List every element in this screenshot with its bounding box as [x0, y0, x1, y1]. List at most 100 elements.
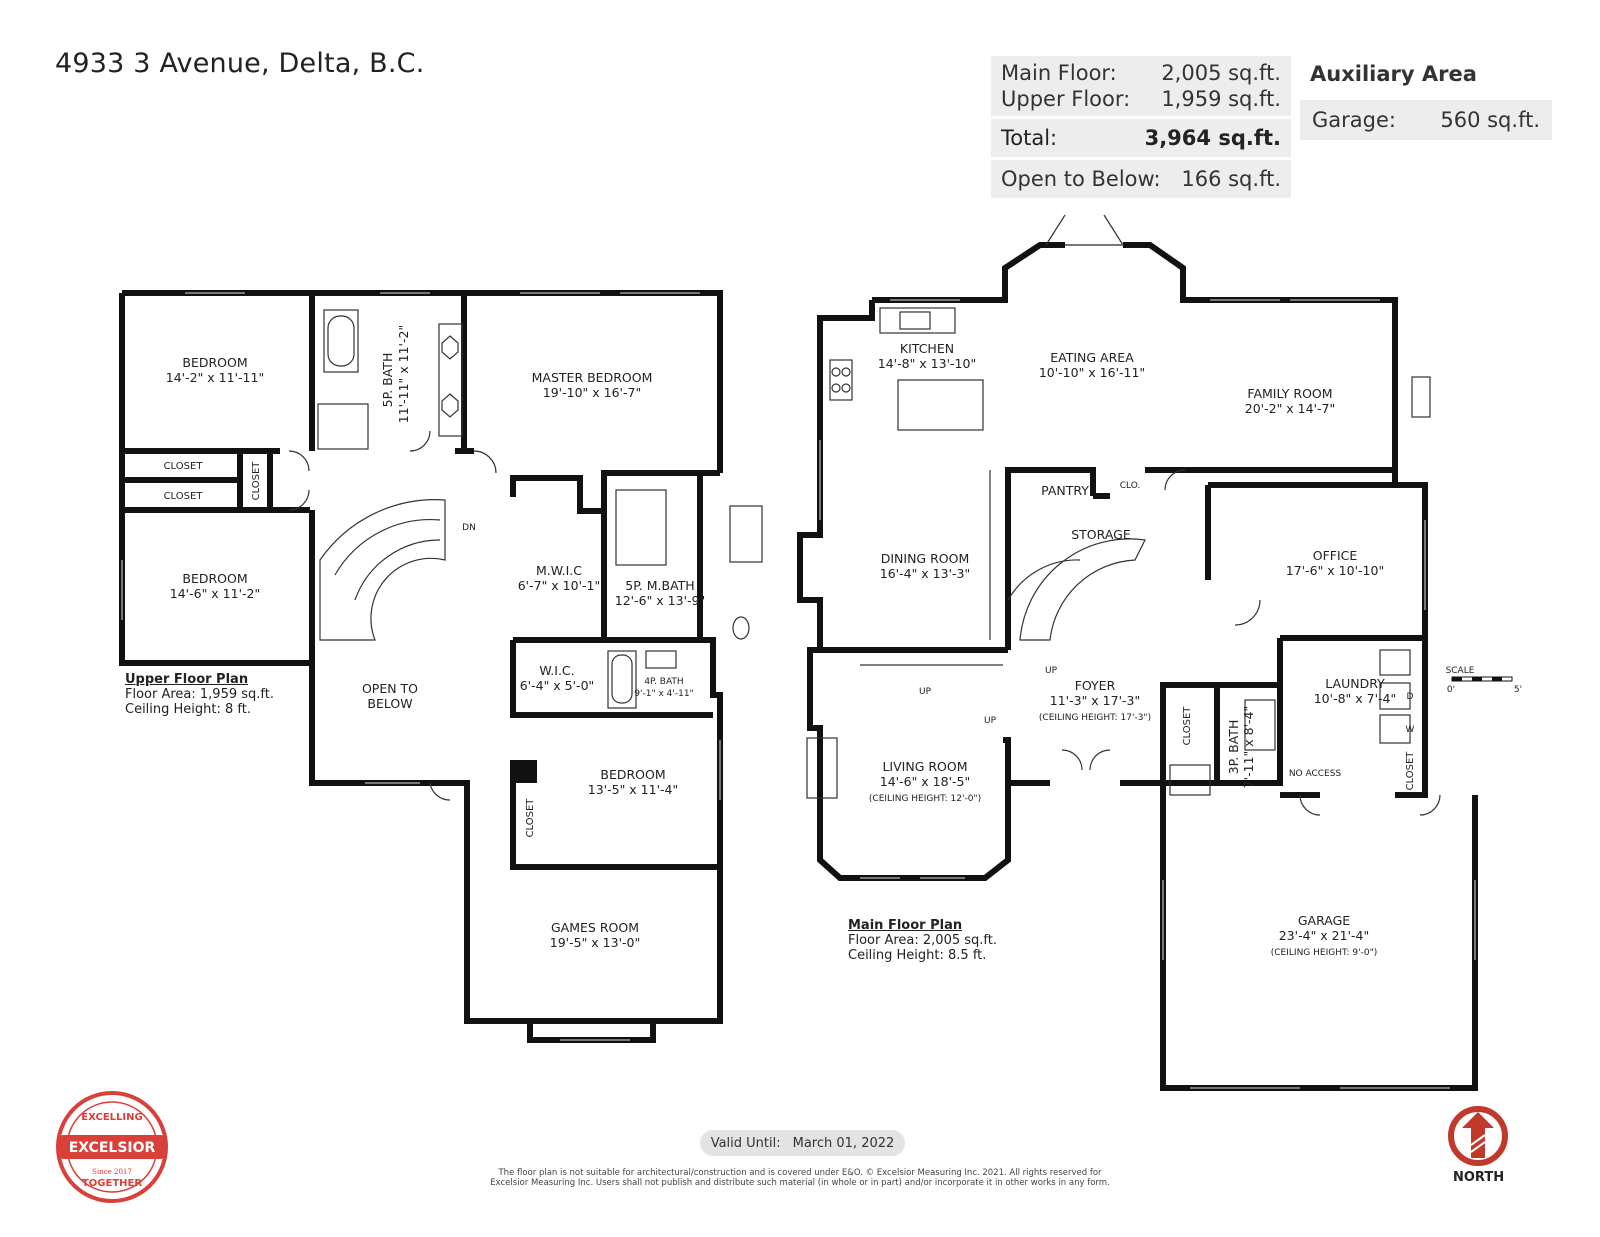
- living-room-dim: 14'-6" x 18'-5": [880, 774, 970, 789]
- upper-windows: [121, 292, 721, 1041]
- foyer-name: FOYER: [1075, 678, 1116, 693]
- open-below-value: 166 sq.ft.: [1181, 167, 1281, 191]
- disclaimer: The floor plan is not suitable for archi…: [440, 1168, 1160, 1188]
- main-floor-plan-label: Main Floor Plan Floor Area: 2,005 sq.ft.…: [848, 918, 997, 963]
- disclaimer-line-1: The floor plan is not suitable for archi…: [498, 1168, 1102, 1178]
- open-below-row: Open to Below: 166 sq.ft.: [991, 160, 1291, 198]
- upper-floor-ceiling: Ceiling Height: 8 ft.: [125, 702, 252, 717]
- garage-dim: 23'-4" x 21'-4": [1279, 928, 1369, 943]
- total-value: 3,964 sq.ft.: [1144, 126, 1281, 150]
- upper-floor-value: 1,959 sq.ft.: [1161, 87, 1281, 111]
- eating-area-dim: 10'-10" x 16'-11": [1039, 365, 1145, 380]
- garage-area-label: Garage:: [1312, 108, 1396, 132]
- games-room-name: GAMES ROOM: [551, 920, 639, 935]
- bedroom2-dim: 14'-6" x 11'-2": [170, 586, 260, 601]
- master-bath-name: 5P. M.BATH: [625, 578, 694, 593]
- office-dim: 17'-6" x 10'-10": [1286, 563, 1384, 578]
- bath4p-dim: 9'-1" x 4'-11": [634, 689, 693, 699]
- valid-until-badge: Valid Until: March 01, 2022: [700, 1130, 905, 1156]
- dryer-label: D: [1407, 692, 1414, 702]
- closet4-label: CLOSET: [525, 798, 536, 838]
- living-room-ceiling: (CEILING HEIGHT: 12'-0"): [869, 794, 981, 804]
- upper-fixtures: [288, 309, 763, 801]
- upper-floor-label: Upper Floor:: [1001, 87, 1131, 111]
- upper-chimney-block: [513, 760, 537, 783]
- disclaimer-line-2: Excelsior Measuring Inc. Users shall not…: [490, 1178, 1110, 1188]
- pantry-label: PANTRY: [1041, 483, 1089, 498]
- closet-clo-label: CLO.: [1120, 481, 1141, 491]
- mwic-dim: 6'-7" x 10'-1": [518, 578, 601, 593]
- upper-floor-area: Floor Area: 1,959 sq.ft.: [125, 687, 274, 702]
- area-summary-panel: Main Floor: 2,005 sq.ft. Upper Floor: 1,…: [991, 56, 1291, 198]
- auxiliary-area-title: Auxiliary Area: [1310, 62, 1477, 86]
- master-bedroom-dim: 19'-10" x 16'-7": [543, 385, 641, 400]
- stairs-up-label-3: UP: [984, 716, 997, 726]
- north-label: NORTH: [1453, 1170, 1505, 1185]
- bath4p-name: 4P. BATH: [644, 677, 683, 687]
- washer-label: W: [1406, 725, 1415, 735]
- bath3p-name: 3P. BATH: [1226, 720, 1241, 775]
- excelsior-logo: EXCELSIOR EXCELLING Since 2017 TOGETHER: [56, 1091, 168, 1203]
- logo-bottom-text: TOGETHER: [82, 1178, 142, 1189]
- scale-title: SCALE: [1446, 666, 1475, 676]
- living-room-name: LIVING ROOM: [882, 759, 967, 774]
- main-floor-row: Main Floor: 2,005 sq.ft.: [991, 60, 1291, 86]
- bedroom1-name: BEDROOM: [182, 355, 247, 370]
- bedroom3-name: BEDROOM: [600, 767, 665, 782]
- upper-floor-row: Upper Floor: 1,959 sq.ft.: [991, 86, 1291, 112]
- garage-ceiling: (CEILING HEIGHT: 9'-0"): [1271, 948, 1377, 958]
- bath3p-dim: 7'-11" x 8'-4": [1241, 706, 1256, 789]
- no-access-label: NO ACCESS: [1289, 769, 1342, 779]
- valid-until-label: Valid Until:: [710, 1135, 781, 1151]
- foyer-dim: 11'-3" x 17'-3": [1050, 693, 1140, 708]
- dining-room-dim: 16'-4" x 13'-3": [880, 566, 970, 581]
- foyer-ceiling: (CEILING HEIGHT: 17'-3"): [1039, 713, 1151, 723]
- laundry-dim: 10'-8" x 7'-4": [1314, 691, 1397, 706]
- closet3-label: CLOSET: [251, 461, 262, 501]
- kitchen-name: KITCHEN: [900, 341, 954, 356]
- bath5p-name: 5P. BATH: [380, 353, 395, 408]
- master-bath-dim: 12'-6" x 13'-9": [615, 593, 705, 608]
- bath5p-dim: 11'-11" x 11'-2": [396, 325, 411, 423]
- valid-until-date: March 01, 2022: [792, 1135, 895, 1151]
- family-room-name: FAMILY ROOM: [1247, 386, 1332, 401]
- open-below-label: Open to Below:: [1001, 167, 1161, 191]
- garage-area-value: 560 sq.ft.: [1440, 108, 1540, 132]
- mwic-name: M.W.I.C: [536, 563, 582, 578]
- main-floor-plan-title: Main Floor Plan: [848, 918, 963, 933]
- logo-since: Since 2017: [92, 1168, 132, 1176]
- office-name: OFFICE: [1313, 548, 1358, 563]
- open-to-below-line1: OPEN TO: [362, 681, 418, 696]
- logo-brand: EXCELSIOR: [69, 1140, 156, 1156]
- open-to-below-line2: BELOW: [367, 696, 412, 711]
- storage-label: STORAGE: [1071, 527, 1131, 542]
- main-floor-area: Floor Area: 2,005 sq.ft.: [848, 933, 997, 948]
- bedroom1-dim: 14'-2" x 11'-11": [166, 370, 264, 385]
- stairs-down-label: DN: [462, 523, 476, 533]
- garage-area-row: Garage: 560 sq.ft.: [1300, 100, 1552, 140]
- scale-bar: SCALE 0' 5': [1446, 666, 1523, 695]
- closet2-label: CLOSET: [164, 491, 204, 502]
- kitchen-dim: 14'-8" x 13'-10": [878, 356, 976, 371]
- total-row: Total: 3,964 sq.ft.: [991, 116, 1291, 160]
- upper-floor-plan-label: Upper Floor Plan Floor Area: 1,959 sq.ft…: [125, 672, 274, 717]
- games-room-dim: 19'-5" x 13'-0": [550, 935, 640, 950]
- garage-name: GARAGE: [1298, 913, 1350, 928]
- scale-end: 5': [1514, 685, 1522, 695]
- dining-room-name: DINING ROOM: [881, 551, 970, 566]
- stairs-up-label-1: UP: [919, 687, 932, 697]
- property-address: 4933 3 Avenue, Delta, B.C.: [55, 48, 425, 79]
- main-windows: [819, 244, 1476, 1089]
- master-bedroom-name: MASTER BEDROOM: [532, 370, 653, 385]
- main-floor-ceiling: Ceiling Height: 8.5 ft.: [848, 948, 987, 963]
- main-fixtures: [806, 214, 1441, 816]
- main-floor-value: 2,005 sq.ft.: [1161, 61, 1281, 85]
- wic-name: W.I.C.: [539, 663, 574, 678]
- total-label: Total:: [1001, 126, 1058, 150]
- bedroom2-name: BEDROOM: [182, 571, 247, 586]
- laundry-closet-label: CLOSET: [1405, 751, 1416, 791]
- eating-area-name: EATING AREA: [1050, 350, 1134, 365]
- logo-top-text: EXCELLING: [81, 1112, 142, 1123]
- bedroom3-dim: 13'-5" x 11'-4": [588, 782, 678, 797]
